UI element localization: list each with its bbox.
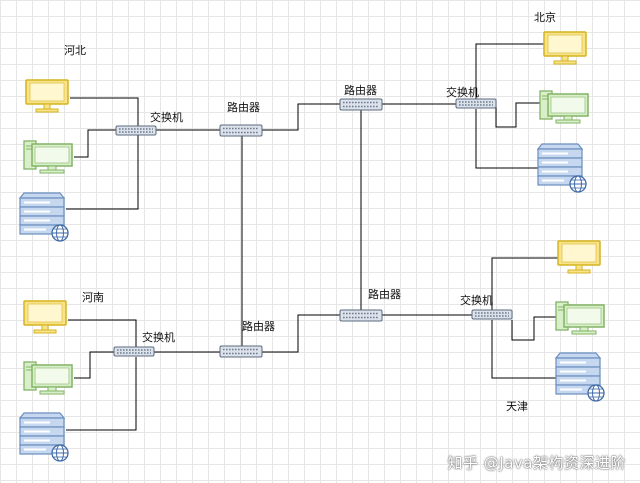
henan-switch-icon	[113, 346, 155, 357]
watermark: 知乎 @Java架构资深进阶	[447, 454, 626, 472]
link-tianjin-switch-pc	[511, 316, 556, 341]
router-label-tianjin: 路由器	[368, 288, 401, 301]
switch-label-hebei: 交换机	[150, 111, 183, 124]
beijing-pc-icon	[539, 90, 589, 124]
router-label-henan: 路由器	[242, 320, 275, 333]
beijing-monitor-icon	[543, 31, 587, 65]
region-label-tianjin: 天津	[506, 400, 528, 413]
beijing-server-icon	[537, 143, 587, 193]
hebei-router-icon	[219, 124, 263, 137]
switch-label-tianjin: 交换机	[460, 294, 493, 307]
link-beijing-switch-server	[475, 109, 538, 169]
tianjin-server-icon	[555, 352, 605, 402]
switch-label-henan: 交换机	[142, 331, 175, 344]
tianjin-switch-icon	[471, 309, 513, 320]
region-label-henan: 河南	[82, 291, 104, 304]
hebei-switch-icon	[115, 125, 157, 136]
link-hebei-router-beijing-router	[262, 103, 340, 131]
link-hebei-monitor-switch	[70, 97, 139, 126]
henan-server-icon	[19, 412, 69, 462]
router-label-beijing: 路由器	[344, 84, 377, 97]
link-henan-router-tianjin-router	[262, 314, 340, 353]
link-beijing-switch-monitor	[475, 43, 544, 99]
link-tianjin-switch-monitor	[491, 257, 558, 310]
henan-router-icon	[219, 345, 263, 358]
link-tianjin-switch-server	[491, 320, 556, 379]
tianjin-monitor-icon	[557, 240, 601, 274]
link-beijing-switch-pc	[495, 102, 540, 128]
link-henan-monitor-switch	[68, 319, 137, 347]
link-henan-pc-switch	[74, 351, 114, 379]
hebei-pc-icon	[23, 140, 73, 174]
region-label-hebei: 河北	[64, 44, 86, 57]
hebei-monitor-icon	[25, 79, 69, 113]
henan-monitor-icon	[23, 300, 67, 334]
link-hebei-server-switch	[66, 134, 139, 210]
henan-pc-icon	[23, 361, 73, 395]
tianjin-pc-icon	[555, 301, 605, 335]
beijing-router-icon	[339, 98, 383, 111]
link-henan-server-switch	[66, 357, 137, 431]
switch-label-beijing: 交换机	[446, 86, 479, 99]
region-label-beijing: 北京	[534, 11, 556, 24]
tianjin-router-icon	[339, 309, 383, 322]
beijing-switch-icon	[455, 98, 497, 109]
link-hebei-pc-switch	[74, 129, 116, 158]
connection-lines	[66, 43, 558, 431]
router-label-hebei: 路由器	[227, 101, 260, 114]
hebei-server-icon	[19, 192, 69, 242]
